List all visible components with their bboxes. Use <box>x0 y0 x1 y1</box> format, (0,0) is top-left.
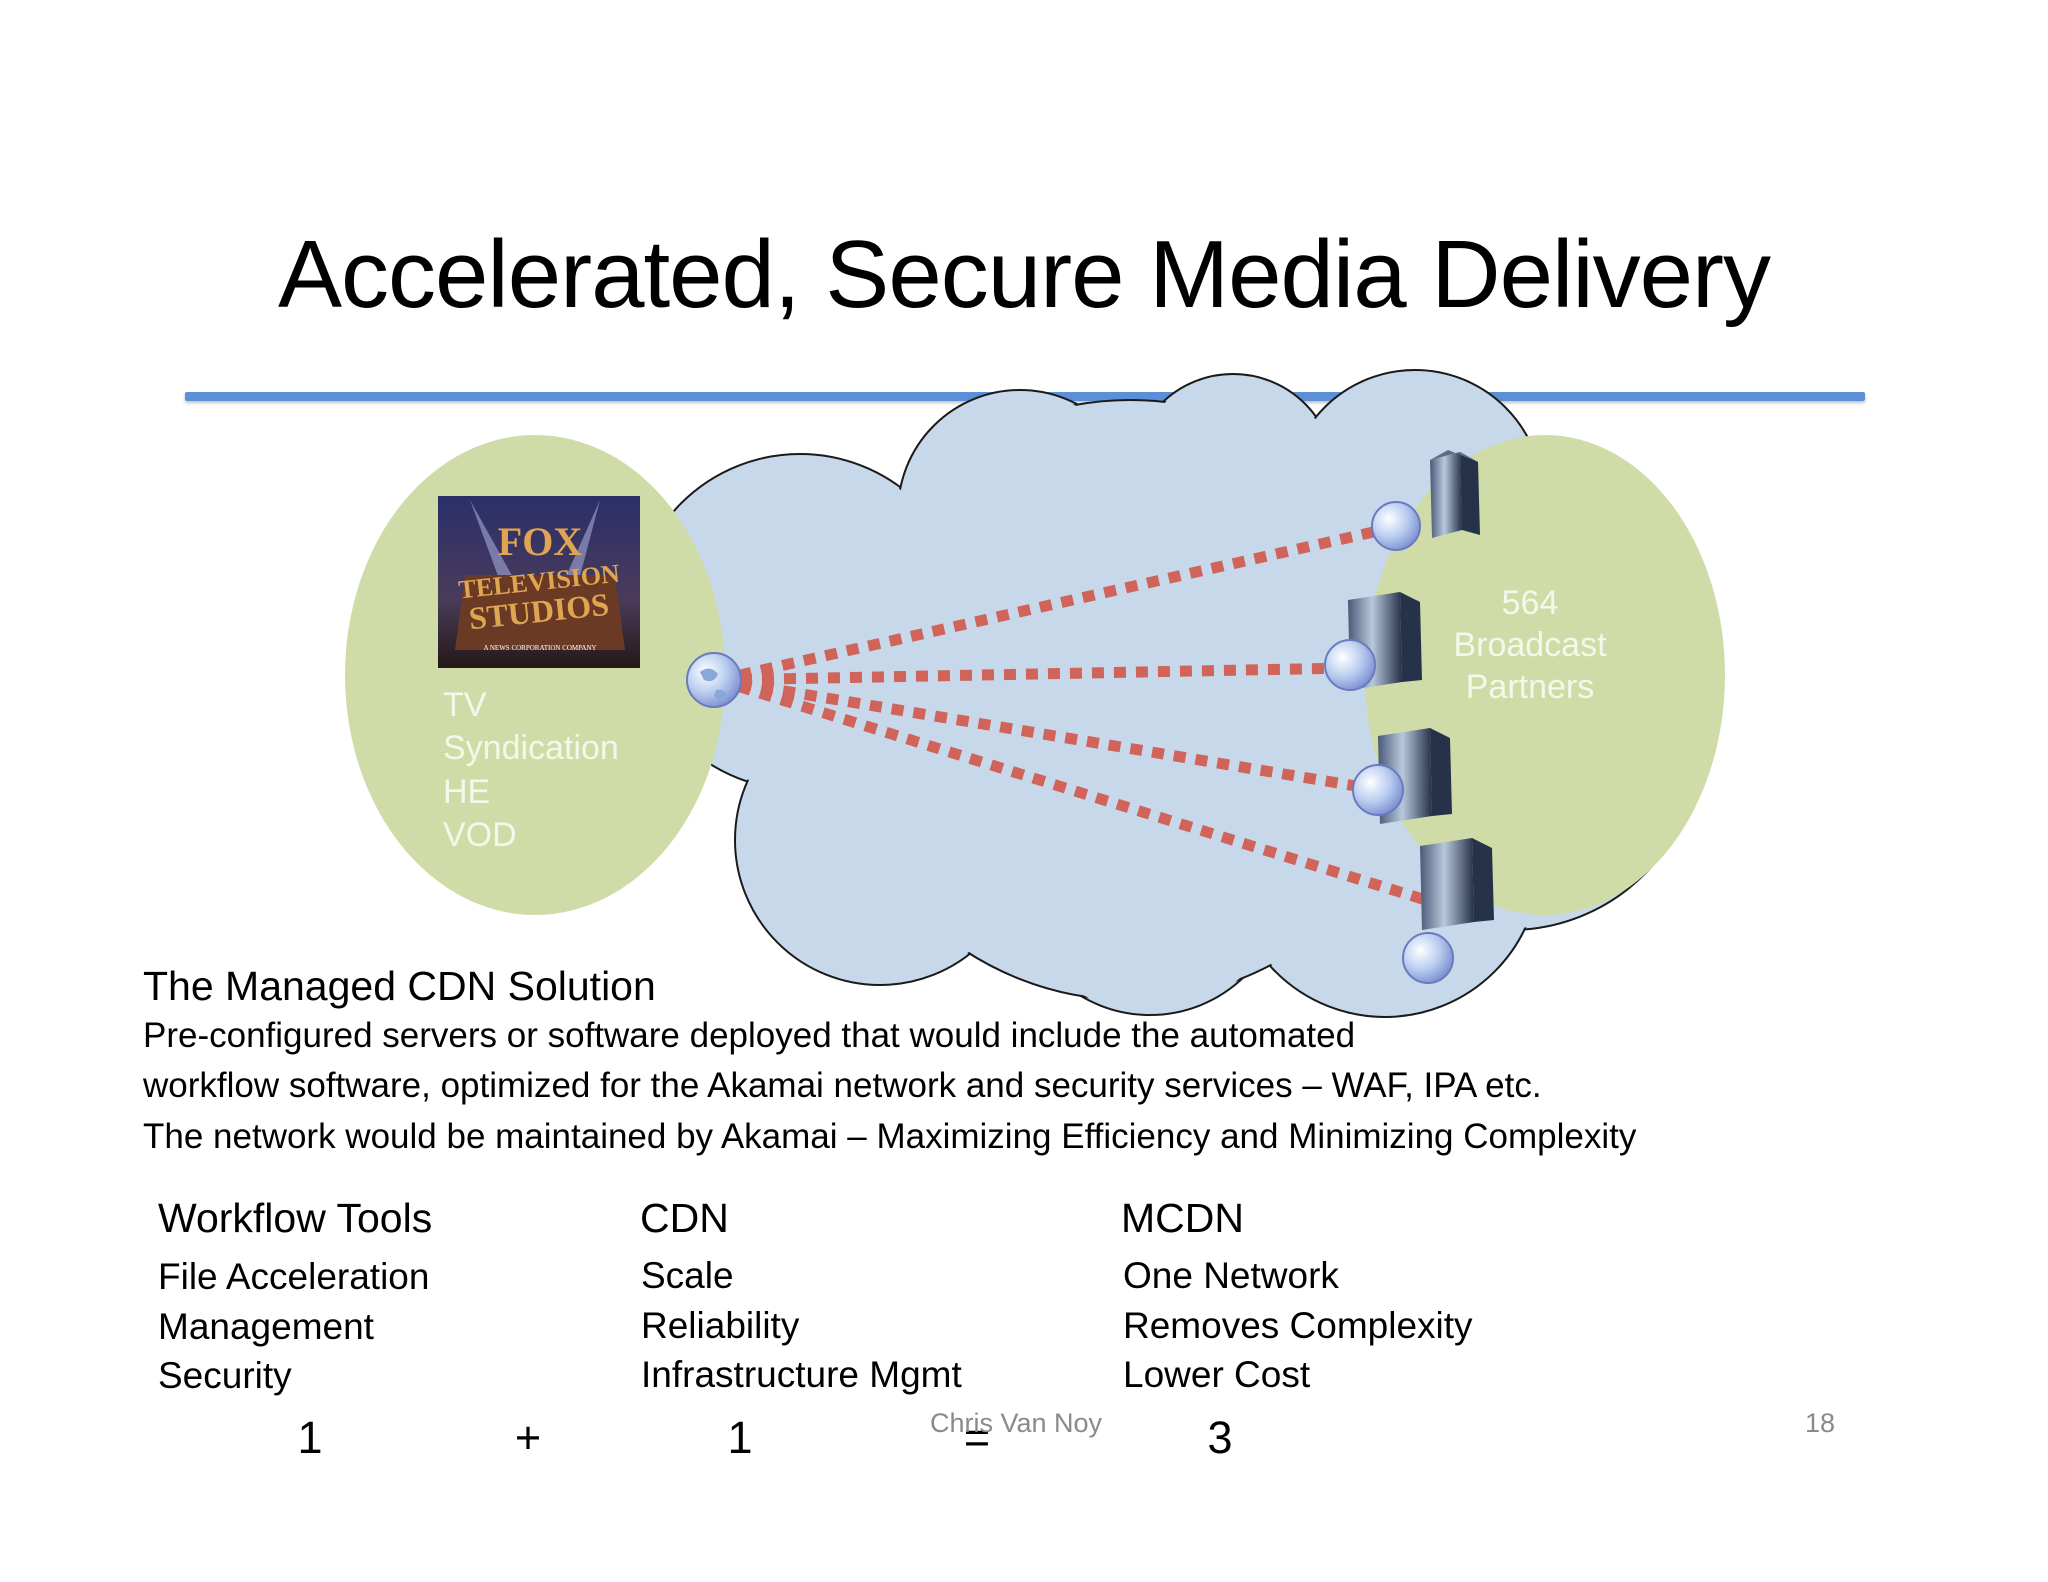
description-line: Pre-configured servers or software deplo… <box>143 1016 1356 1055</box>
column-item: Scale <box>641 1255 734 1296</box>
solution-heading: The Managed CDN Solution <box>143 963 656 1009</box>
delivery-links <box>716 520 1434 908</box>
equation-operator: + <box>514 1412 542 1463</box>
column-item: File Acceleration <box>158 1256 430 1297</box>
globe-icon <box>1402 932 1454 984</box>
partners-label-partners: Partners <box>1465 668 1595 706</box>
column-item: Reliability <box>641 1305 800 1346</box>
source-label-tv: TV <box>443 686 487 724</box>
slide-title: Accelerated, Secure Media Delivery <box>277 221 1771 328</box>
fox-logo: FOX TELEVISION STUDIOS A NEWS CORPORATIO… <box>438 496 640 668</box>
equation-term: 1 <box>727 1412 753 1463</box>
globe-icon <box>1352 764 1404 816</box>
link-2 <box>717 662 1353 686</box>
column-heading-mcdn: MCDN <box>1121 1195 1244 1241</box>
globe-icon <box>1324 639 1376 691</box>
column-heading-cdn: CDN <box>640 1195 729 1241</box>
source-globe-icon <box>686 652 742 708</box>
destination-ellipse <box>1365 435 1725 915</box>
footer-author: Chris Van Noy <box>930 1408 1103 1438</box>
equation-operator: = <box>963 1412 991 1463</box>
column-item: Infrastructure Mgmt <box>641 1354 962 1395</box>
svg-text:FOX: FOX <box>498 519 583 564</box>
svg-text:A NEWS CORPORATION COMPANY: A NEWS CORPORATION COMPANY <box>483 644 596 652</box>
link-1 <box>716 520 1402 686</box>
server-building-icon <box>1324 592 1422 691</box>
description-line: The network would be maintained by Akama… <box>143 1117 1637 1156</box>
column-item: Lower Cost <box>1123 1354 1311 1395</box>
source-label-vod: VOD <box>443 816 517 854</box>
column-item: Security <box>158 1355 292 1396</box>
page-number: 18 <box>1805 1408 1836 1438</box>
description-line: workflow software, optimized for the Aka… <box>143 1066 1542 1105</box>
column-item: One Network <box>1123 1255 1339 1296</box>
partners-label-broadcast: Broadcast <box>1453 626 1607 664</box>
link-3 <box>717 674 1381 796</box>
server-building-icon <box>1371 450 1480 551</box>
equation-term: 1 <box>297 1412 323 1463</box>
source-label-syndication: Syndication <box>443 729 619 767</box>
column-item: Removes Complexity <box>1123 1305 1473 1346</box>
link-4 <box>716 674 1434 908</box>
column-heading-workflow-tools: Workflow Tools <box>158 1195 433 1241</box>
server-building-icon <box>1352 728 1452 824</box>
column-item: Management <box>158 1306 374 1347</box>
globe-icon <box>1371 501 1421 551</box>
server-building-icon <box>1402 838 1494 984</box>
partners-count: 564 <box>1501 584 1559 622</box>
equation-result: 3 <box>1207 1412 1233 1463</box>
source-label-he: HE <box>443 773 491 811</box>
